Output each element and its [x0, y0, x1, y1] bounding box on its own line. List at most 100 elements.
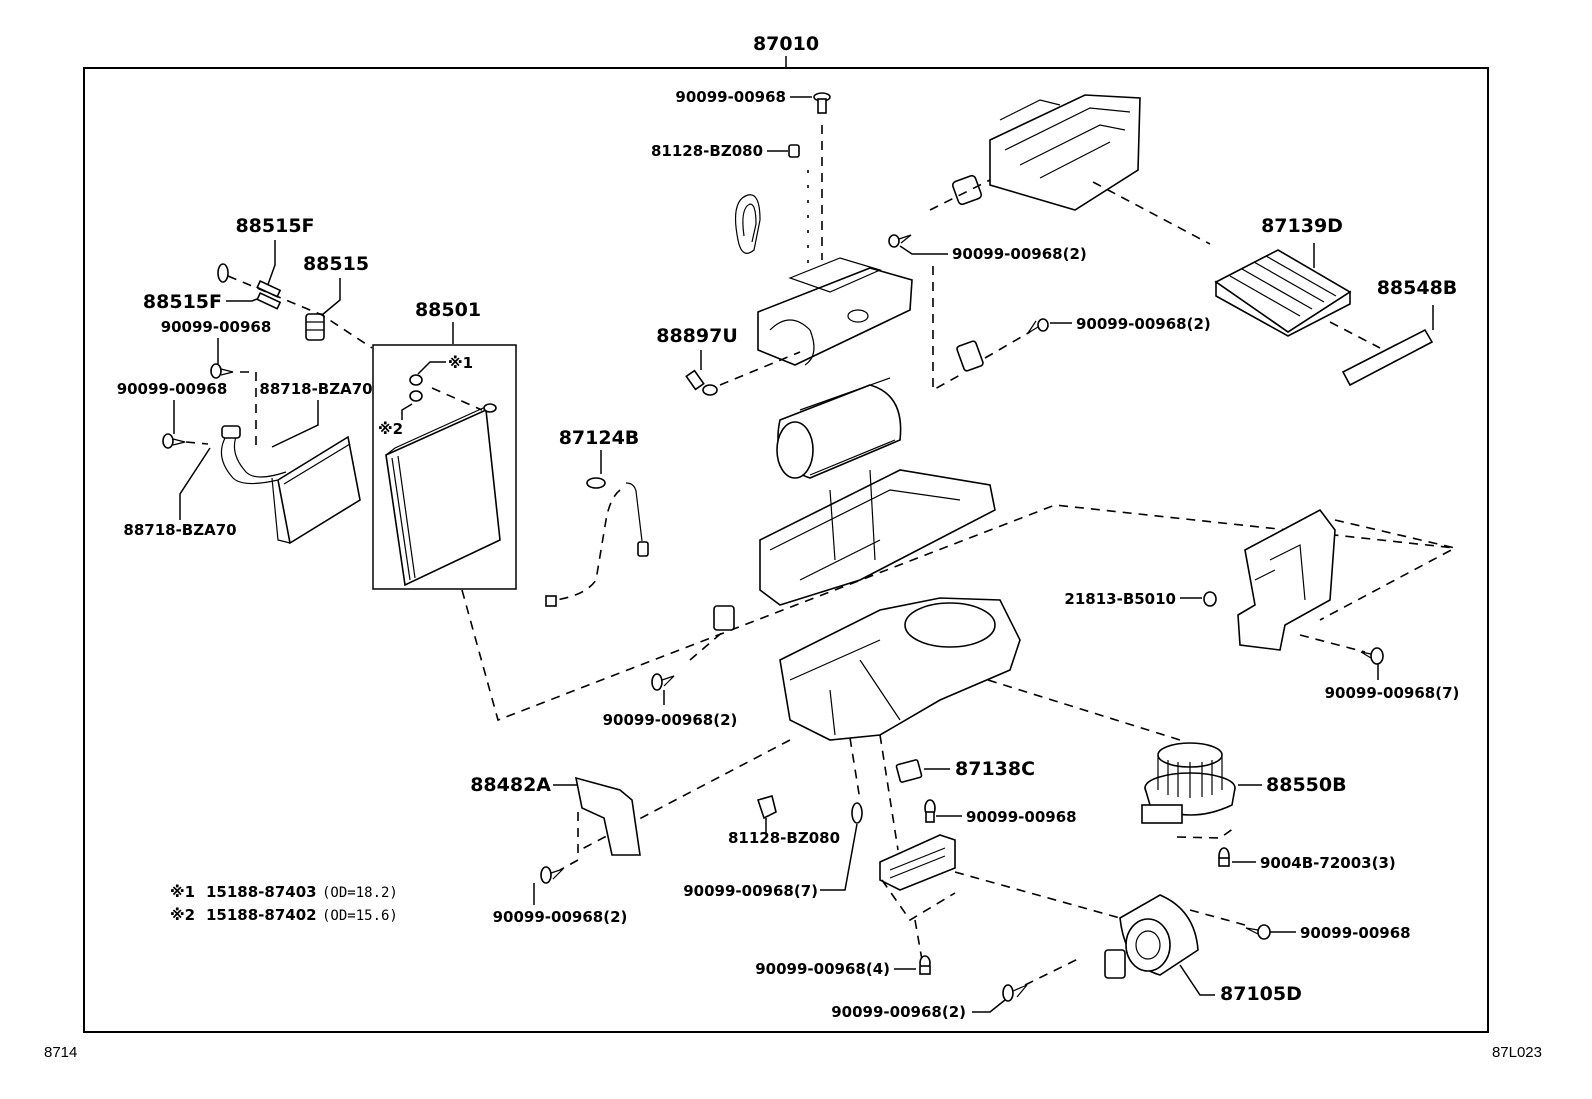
part-servo-mid — [956, 340, 984, 372]
callout-90099-00968-7b[interactable]: 90099-00968(7) — [683, 882, 818, 900]
callout-90099-00968-7a[interactable]: 90099-00968(7) — [1325, 684, 1460, 702]
callout-9004B-72003-3[interactable]: 9004B-72003(3) — [1260, 854, 1396, 872]
dash-88482A-screw — [559, 812, 579, 871]
part-screw-90099-d — [1245, 924, 1271, 940]
callout-90099-00968-2c[interactable]: 90099-00968(2) — [603, 711, 738, 729]
callout-21813-B5010[interactable]: 21813-B5010 — [1064, 590, 1176, 608]
dash-88718-line — [240, 371, 257, 445]
part-81128-clip-top — [788, 144, 800, 158]
part-seal-inner — [742, 203, 757, 243]
callout-90099-00968-2b[interactable]: 90099-00968(2) — [1076, 315, 1211, 333]
callout-88482A[interactable]: 88482A — [470, 774, 551, 796]
callout-81128-BZ080-top[interactable]: 81128-BZ080 — [651, 142, 763, 160]
callout-88515F-upper[interactable]: 88515F — [235, 215, 314, 237]
callout-90099-00968-d[interactable]: 90099-00968 — [1300, 924, 1411, 942]
leader-90099-2e — [972, 999, 1006, 1013]
part-87124B-sensor — [545, 477, 649, 607]
evaporator-group-box — [372, 344, 517, 590]
note-2-part[interactable]: 15188-87402 — [206, 906, 317, 924]
callout-note2-mark[interactable]: ※2 — [378, 420, 403, 438]
note-2-spec: (OD=15.6) — [322, 908, 398, 924]
dash-servo-upper — [929, 179, 991, 211]
footer-left-code: 8714 — [44, 1044, 77, 1061]
dash-to-screw-4 — [914, 919, 923, 961]
part-screw-90099-b — [162, 433, 186, 449]
callout-note1-mark[interactable]: ※1 — [448, 354, 473, 372]
callout-90099-00968-top[interactable]: 90099-00968 — [675, 88, 786, 106]
leader-90099-7b — [820, 823, 858, 891]
callout-88515[interactable]: 88515 — [303, 253, 369, 275]
callout-87124B[interactable]: 87124B — [559, 427, 640, 449]
part-screw-90099-4 — [919, 955, 931, 975]
leader-87105D — [1179, 964, 1215, 996]
dash-88515-line — [227, 275, 373, 349]
dash-88897U — [719, 351, 801, 386]
leader-88718-a — [271, 400, 319, 448]
dash-to-filter — [1092, 181, 1211, 245]
part-upper-air-duct — [757, 257, 913, 366]
part-main-case-lower — [779, 597, 1021, 741]
leader-88718-b — [179, 447, 211, 520]
callout-88548B[interactable]: 88548B — [1377, 277, 1458, 299]
callout-90099-00968-b[interactable]: 90099-00968 — [117, 380, 228, 398]
part-o-rings — [409, 374, 423, 402]
callout-88718-BZA70-b[interactable]: 88718-BZA70 — [123, 521, 236, 539]
part-87105D-motor — [1104, 894, 1199, 979]
leader-note1 — [417, 361, 446, 375]
dash-to-screw-7a — [1299, 634, 1366, 653]
dash-resistor-box — [881, 879, 956, 922]
dash-evap-top — [431, 387, 483, 411]
part-88897U-sensor — [685, 369, 718, 396]
part-duct-bracket — [1237, 508, 1336, 651]
part-88515F-clip — [217, 263, 282, 310]
callout-81128-BZ080-bottom[interactable]: 81128-BZ080 — [728, 829, 840, 847]
callout-87105D[interactable]: 87105D — [1220, 983, 1302, 1005]
part-88550B-blower-motor — [1141, 742, 1236, 824]
assembly-part-number[interactable]: 87010 — [753, 33, 819, 55]
callout-88501[interactable]: 88501 — [415, 299, 481, 321]
part-evaporator-88501 — [385, 403, 501, 587]
callout-88515F-lower[interactable]: 88515F — [143, 291, 222, 313]
callout-88718-BZA70-a[interactable]: 88718-BZA70 — [259, 380, 372, 398]
part-81128-clip-bottom — [756, 795, 777, 820]
leader-88515 — [321, 278, 341, 316]
part-screw-90099-a — [210, 363, 234, 379]
callout-88897U[interactable]: 88897U — [656, 325, 738, 347]
part-87138C-actuator — [895, 759, 923, 783]
callout-87138C[interactable]: 87138C — [955, 758, 1035, 780]
footer-right-code: 87L023 — [1492, 1044, 1542, 1061]
part-blower-housing — [776, 377, 902, 479]
dash-damper-small — [689, 629, 726, 661]
dash-90099-b — [185, 441, 209, 445]
callout-90099-00968-2e[interactable]: 90099-00968(2) — [831, 1003, 966, 1021]
part-screw-90099-2e — [1002, 984, 1028, 1002]
part-21813-B5010 — [1203, 591, 1217, 607]
part-damper-small — [713, 605, 735, 631]
dash-servo-mid — [984, 331, 1031, 359]
callout-90099-00968-c[interactable]: 90099-00968 — [966, 808, 1077, 826]
part-screw-90099-2c — [651, 673, 675, 691]
part-seal — [735, 194, 761, 254]
part-screw-90099-top — [813, 92, 831, 114]
callout-90099-00968-2d[interactable]: 90099-00968(2) — [493, 908, 628, 926]
note-1-part[interactable]: 15188-87403 — [206, 883, 317, 901]
dash-to-blower — [987, 679, 1181, 741]
dash-screw-2e — [1024, 957, 1081, 986]
part-88482A-duct-cover — [574, 776, 641, 856]
dash-bracket-right — [1319, 519, 1458, 621]
dash-to-87105D — [954, 871, 1121, 919]
callout-87139D[interactable]: 87139D — [1261, 215, 1343, 237]
part-screw-90099-c — [924, 799, 936, 823]
part-main-case-upper — [759, 469, 996, 606]
callout-90099-00968-a[interactable]: 90099-00968 — [161, 318, 272, 336]
callout-88550B[interactable]: 88550B — [1266, 774, 1347, 796]
callout-90099-00968-4[interactable]: 90099-00968(4) — [755, 960, 890, 978]
notes-legend: ※1 15188-87403 (OD=18.2) ※2 15188-87402 … — [170, 883, 398, 924]
part-87139D-cabin-filter — [1214, 249, 1352, 337]
callout-90099-00968-2a[interactable]: 90099-00968(2) — [952, 245, 1087, 263]
part-screw-90099-2d — [540, 866, 564, 884]
dash-87105D-screw — [1189, 909, 1246, 926]
note-2-mark: ※2 — [170, 906, 195, 924]
part-screw-90099-7b — [851, 802, 863, 824]
